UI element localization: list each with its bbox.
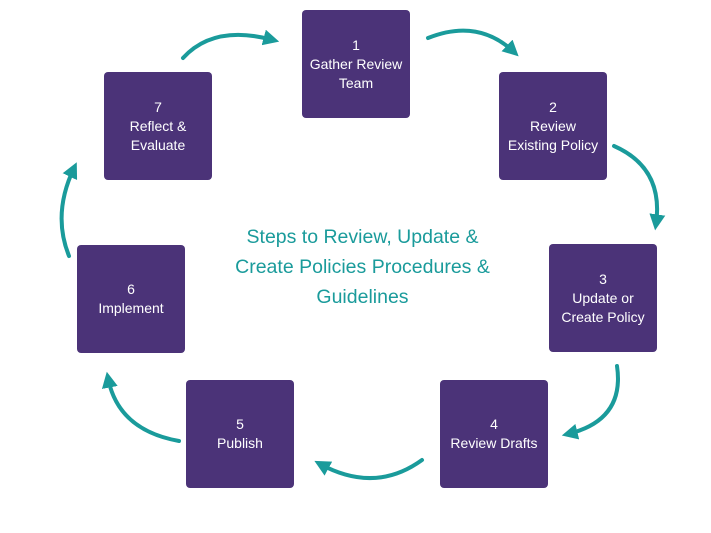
step-4-number: 4 bbox=[490, 416, 498, 432]
step-1-number: 1 bbox=[352, 36, 360, 53]
arrow-step6-to-step7 bbox=[59, 162, 78, 258]
diagram-title: Steps to Review, Update & Create Policie… bbox=[235, 226, 490, 308]
step-2-number: 2 bbox=[549, 98, 557, 115]
step-5-label: Publish bbox=[217, 435, 263, 451]
step-3-box: 3 Update or Create Policy bbox=[549, 244, 657, 352]
step-7-box: 7 Reflect & Evaluate bbox=[104, 72, 212, 180]
arrow-step4-to-step5 bbox=[314, 458, 424, 481]
step-2-label: Review Existing Policy bbox=[507, 117, 599, 153]
arrow-step1-to-step2 bbox=[426, 28, 519, 57]
step-7-number: 7 bbox=[154, 98, 162, 115]
step-4-label: Review Drafts bbox=[450, 435, 538, 451]
step-6-label: Implement bbox=[98, 300, 164, 316]
arrow-step5-to-step6 bbox=[101, 371, 181, 443]
step-1-label: Gather Review Team bbox=[309, 55, 403, 91]
step-3-number: 3 bbox=[599, 270, 607, 287]
arrow-step2-to-step3 bbox=[612, 144, 666, 231]
step-2-box: 2 Review Existing Policy bbox=[499, 72, 607, 180]
step-1-box: 1 Gather Review Team bbox=[302, 10, 410, 118]
step-4-box: 4 Review Drafts bbox=[440, 380, 548, 488]
step-6-box: 6 Implement bbox=[77, 245, 185, 353]
step-3-label: Update or Create Policy bbox=[561, 289, 645, 325]
step-5-number: 5 bbox=[236, 416, 244, 432]
step-6-number: 6 bbox=[127, 281, 135, 297]
step-7-label: Reflect & Evaluate bbox=[129, 117, 187, 153]
arrow-step7-to-step1 bbox=[181, 29, 280, 60]
arrow-step3-to-step4 bbox=[561, 364, 620, 440]
step-5-box: 5 Publish bbox=[186, 380, 294, 488]
